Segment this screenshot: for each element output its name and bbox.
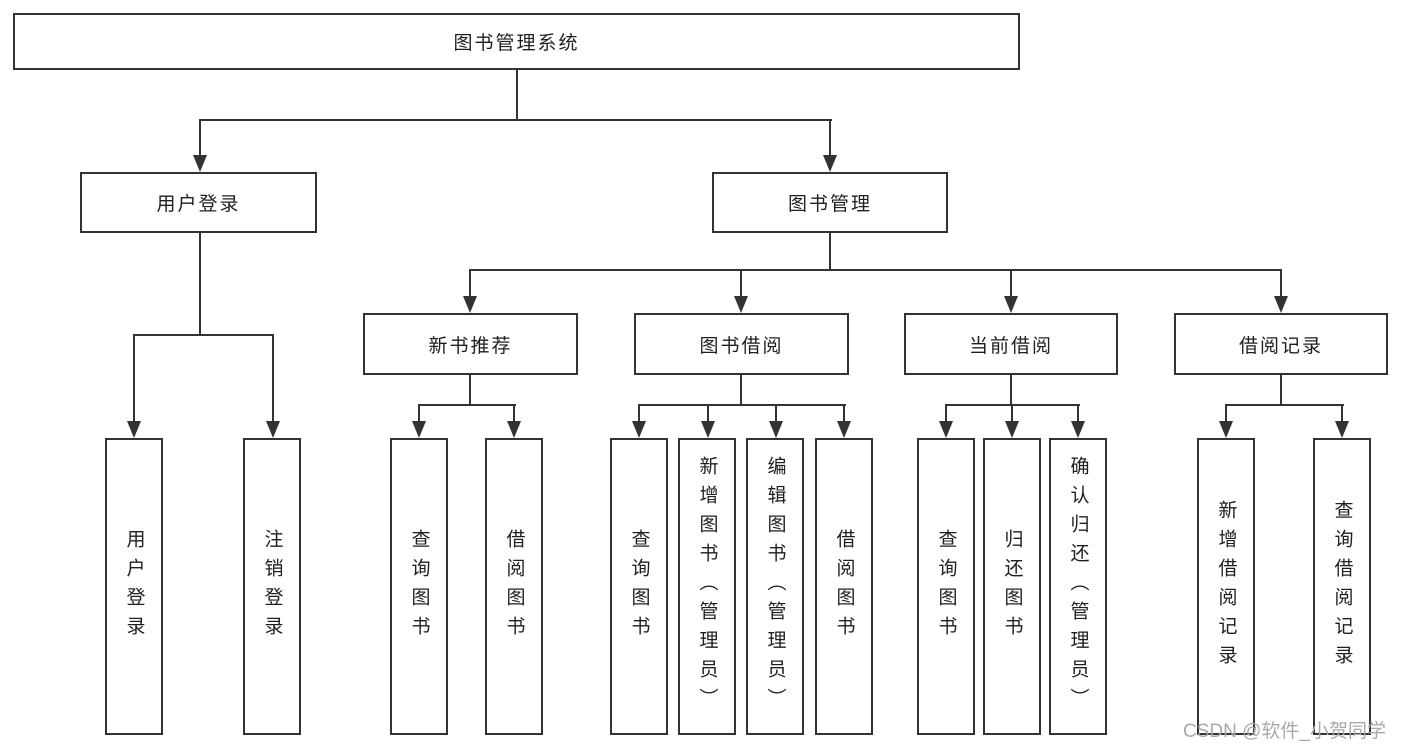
- leaf-bb-borrow-books: 借阅图书: [815, 438, 873, 735]
- csdn-watermark: CSDN @软件_小贺同学: [1183, 721, 1386, 742]
- leaf-bb-query-books: 查询图书: [610, 438, 668, 735]
- connector-line: [1280, 375, 1282, 405]
- node-label: 借阅图书: [833, 528, 855, 645]
- connector-line: [1225, 404, 1344, 406]
- node-label: 查询图书: [408, 528, 430, 645]
- connector-line: [1010, 375, 1012, 405]
- connector-line: [513, 405, 515, 422]
- node-label: 图书借阅: [699, 335, 784, 357]
- node-label: 新增借阅记录: [1215, 499, 1237, 674]
- node-label: 编辑图书（管理员）: [764, 456, 786, 717]
- connector-line: [272, 335, 274, 422]
- arrowhead-down-icon: [1274, 296, 1288, 313]
- leaf-cb-return-books: 归还图书: [983, 438, 1041, 735]
- connector-line: [199, 120, 201, 156]
- node-label: 图书管理系统: [453, 33, 580, 54]
- node-book-management: 图书管理: [712, 172, 948, 233]
- node-user-login: 用户登录: [80, 172, 317, 233]
- connector-line: [775, 405, 777, 422]
- node-label: 用户登录: [123, 528, 145, 645]
- node-label: 查询借阅记录: [1331, 499, 1353, 674]
- connector-line: [1280, 270, 1282, 297]
- connector-line: [1011, 405, 1013, 422]
- node-label: 归还图书: [1001, 528, 1023, 645]
- connector-line: [1077, 405, 1079, 422]
- node-label: 当前借阅: [968, 335, 1053, 357]
- connector-line: [843, 405, 845, 422]
- node-current-borrow: 当前借阅: [904, 313, 1118, 375]
- node-label: 确认归还（管理员）: [1067, 456, 1089, 717]
- connector-line: [829, 233, 831, 270]
- leaf-br-add-record: 新增借阅记录: [1197, 438, 1255, 735]
- node-label: 查询图书: [628, 528, 650, 645]
- connector-line: [133, 335, 135, 422]
- connector-line: [199, 233, 201, 335]
- leaf-cb-query-books: 查询图书: [917, 438, 975, 735]
- node-library-system-root: 图书管理系统: [13, 13, 1020, 70]
- arrowhead-down-icon: [507, 421, 521, 438]
- connector-line: [740, 270, 742, 297]
- connector-line: [469, 375, 471, 405]
- arrowhead-down-icon: [701, 421, 715, 438]
- connector-line: [418, 405, 420, 422]
- arrowhead-down-icon: [939, 421, 953, 438]
- connector-line: [133, 334, 274, 336]
- arrowhead-down-icon: [823, 155, 837, 172]
- connector-line: [469, 269, 1282, 271]
- connector-line: [199, 119, 832, 121]
- node-label: 借阅记录: [1238, 335, 1323, 357]
- leaf-logout-login: 注销登录: [243, 438, 301, 735]
- leaf-br-query-record: 查询借阅记录: [1313, 438, 1371, 735]
- node-label: 用户登录: [156, 194, 241, 215]
- connector-line: [638, 404, 846, 406]
- node-label: 新书推荐: [428, 335, 513, 357]
- connector-line: [707, 405, 709, 422]
- node-label: 新增图书（管理员）: [696, 456, 718, 717]
- arrowhead-down-icon: [127, 421, 141, 438]
- arrowhead-down-icon: [1335, 421, 1349, 438]
- arrowhead-down-icon: [1071, 421, 1085, 438]
- arrowhead-down-icon: [734, 296, 748, 313]
- leaf-user-login: 用户登录: [105, 438, 163, 735]
- arrowhead-down-icon: [632, 421, 646, 438]
- arrowhead-down-icon: [463, 296, 477, 313]
- connector-line: [469, 270, 471, 297]
- arrowhead-down-icon: [1004, 296, 1018, 313]
- node-label: 查询图书: [935, 528, 957, 645]
- leaf-nb-borrow-books: 借阅图书: [485, 438, 543, 735]
- node-book-borrow: 图书借阅: [634, 313, 849, 375]
- connector-line: [638, 405, 640, 422]
- node-label: 注销登录: [261, 528, 283, 645]
- node-label: 借阅图书: [503, 528, 525, 645]
- node-label: 图书管理: [787, 194, 872, 215]
- leaf-bb-edit-books-admin: 编辑图书（管理员）: [746, 438, 804, 735]
- connector-line: [945, 405, 947, 422]
- connector-line: [829, 120, 831, 156]
- connector-line: [1341, 405, 1343, 422]
- connector-line: [418, 404, 516, 406]
- connector-line: [740, 375, 742, 405]
- arrowhead-down-icon: [266, 421, 280, 438]
- connector-line: [1010, 270, 1012, 297]
- node-borrow-record: 借阅记录: [1174, 313, 1388, 375]
- leaf-nb-query-books: 查询图书: [390, 438, 448, 735]
- node-new-book-recommend: 新书推荐: [363, 313, 578, 375]
- leaf-cb-confirm-return-admin: 确认归还（管理员）: [1049, 438, 1107, 735]
- arrowhead-down-icon: [193, 155, 207, 172]
- arrowhead-down-icon: [769, 421, 783, 438]
- arrowhead-down-icon: [1005, 421, 1019, 438]
- arrowhead-down-icon: [837, 421, 851, 438]
- connector-line: [1225, 405, 1227, 422]
- arrowhead-down-icon: [412, 421, 426, 438]
- leaf-bb-add-books-admin: 新增图书（管理员）: [678, 438, 736, 735]
- arrowhead-down-icon: [1219, 421, 1233, 438]
- connector-line: [516, 70, 518, 120]
